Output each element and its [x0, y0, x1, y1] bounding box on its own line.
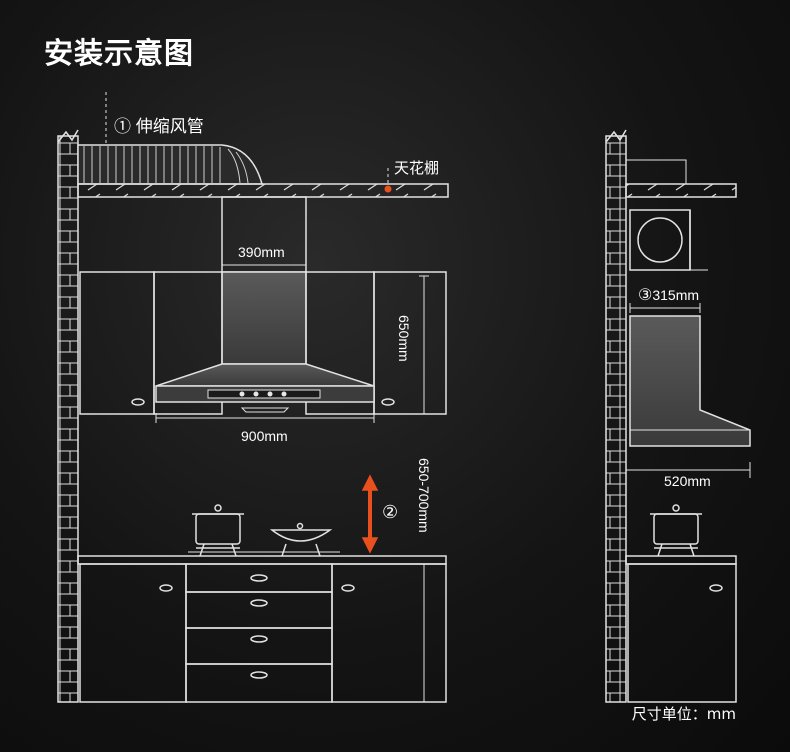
- ceiling-label: 天花棚: [394, 160, 440, 177]
- left-brick-wall: [57, 129, 79, 703]
- duct-marker: ①: [114, 117, 131, 136]
- hood-width-label: 900mm: [241, 428, 288, 444]
- side-fan-duct: [629, 209, 708, 271]
- distance-label: 650-700mm: [416, 458, 432, 533]
- side-cookware: [650, 504, 702, 557]
- base-cabinets: [77, 555, 447, 703]
- side-depth-label: 520mm: [664, 473, 711, 489]
- side-ceiling: [625, 159, 737, 198]
- duct-text: 伸缩风管: [135, 117, 204, 136]
- unit-note: 尺寸单位：mm: [631, 705, 736, 723]
- flexible-duct: [77, 92, 263, 185]
- range-hood: [155, 363, 375, 423]
- side-brick-wall: [605, 129, 627, 703]
- chimney-width-label: 390mm: [238, 244, 285, 260]
- duct-label: ① 伸缩风管: [114, 112, 204, 137]
- cookware: [188, 504, 340, 557]
- page-title: 安装示意图: [44, 36, 195, 70]
- distance-marker: ②: [382, 502, 399, 522]
- distance-arrow: [361, 474, 379, 554]
- side-marker: ③: [638, 287, 653, 304]
- cabinet-height-label: 650mm: [396, 315, 412, 362]
- side-width-label: ③315mm: [638, 285, 699, 305]
- side-base-cabinet: [625, 555, 737, 703]
- side-width-text: 315mm: [652, 287, 700, 303]
- upper-cabinets: [79, 271, 447, 415]
- hood-chimney: [221, 196, 307, 365]
- side-hood: [626, 303, 751, 478]
